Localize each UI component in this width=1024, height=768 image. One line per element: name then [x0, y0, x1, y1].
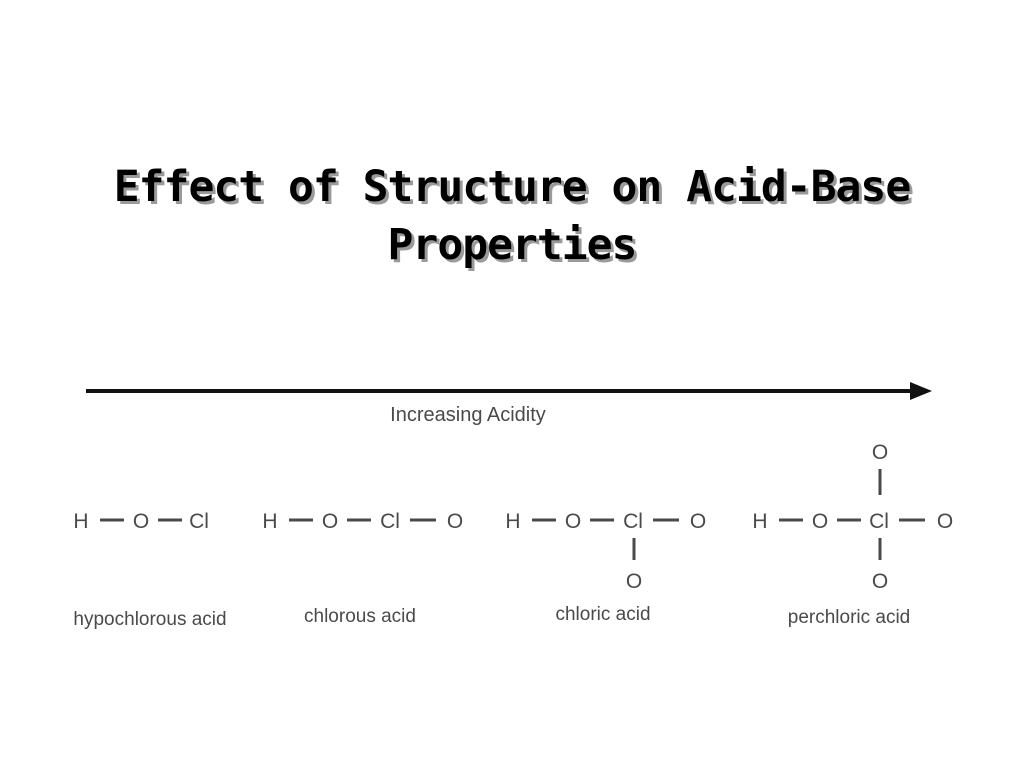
atom-o-bottom: O	[626, 570, 642, 593]
atom-h: H	[73, 510, 88, 533]
slide-title: Effect of Structure on Acid-Base Propert…	[0, 158, 1024, 274]
atom-o-right: O	[937, 510, 953, 533]
atom-o: O	[565, 510, 581, 533]
slide-title-line-1: Effect of Structure on Acid-Base	[113, 162, 911, 212]
atom-cl: Cl	[869, 510, 889, 533]
atom-h: H	[505, 510, 520, 533]
molecule-label: hypochlorous acid	[73, 609, 226, 630]
slide-title-line-2: Properties	[387, 220, 638, 270]
atom-h: H	[752, 510, 767, 533]
molecule-label: perchloric acid	[788, 607, 911, 628]
molecule-chlorous-acid: H O Cl O chlorous acid	[262, 510, 463, 627]
atom-o-right: O	[447, 510, 463, 533]
molecule-chloric-acid: H O Cl O O chloric acid	[505, 510, 706, 625]
atom-cl: Cl	[623, 510, 643, 533]
molecule-label: chloric acid	[555, 604, 650, 625]
atom-cl: Cl	[189, 510, 209, 533]
atom-o: O	[133, 510, 149, 533]
molecule-perchloric-acid: O H O Cl O O perchloric acid	[752, 441, 953, 628]
atom-o-bottom: O	[872, 570, 888, 593]
atom-o: O	[812, 510, 828, 533]
atom-o-top: O	[872, 441, 888, 464]
atom-o: O	[322, 510, 338, 533]
increasing-acidity-label: Increasing Acidity	[390, 404, 546, 426]
molecule-label: chlorous acid	[304, 606, 416, 627]
atom-cl: Cl	[380, 510, 400, 533]
atom-o-right: O	[690, 510, 706, 533]
molecule-hypochlorous-acid: H O Cl hypochlorous acid	[73, 510, 226, 630]
increasing-acidity-arrow	[86, 382, 932, 400]
atom-h: H	[262, 510, 277, 533]
arrow-head	[910, 382, 932, 400]
